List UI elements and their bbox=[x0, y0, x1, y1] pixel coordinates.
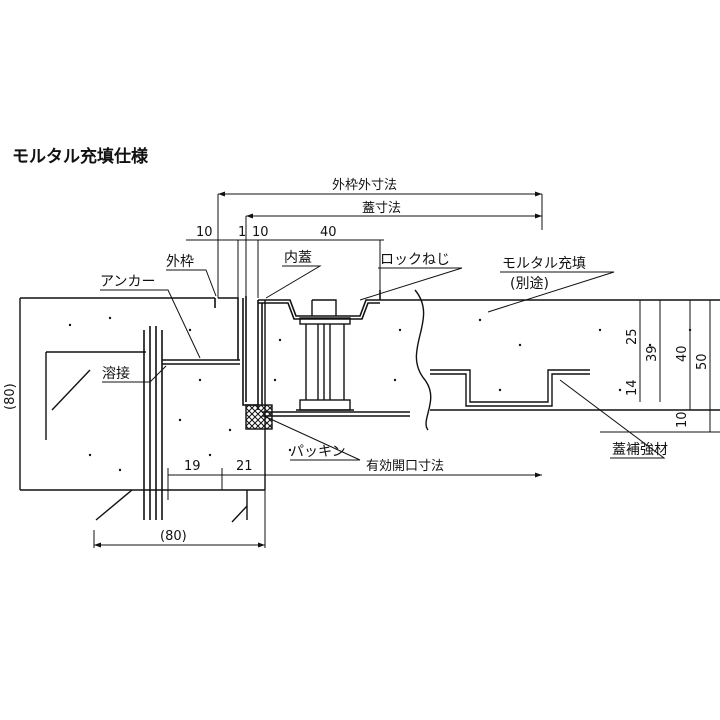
packing-block bbox=[245, 404, 273, 430]
labels: 外枠 アンカー 溶接 内蓋 ロックねじ モルタル充填 (別途) パッキン 蓋補強… bbox=[100, 250, 668, 460]
label-weld: 溶接 bbox=[102, 365, 130, 382]
label-outer-frame: 外枠 bbox=[166, 254, 194, 270]
anchor-bar bbox=[143, 326, 163, 520]
dim-80-left: (80) bbox=[3, 383, 18, 410]
dim-1: 1 bbox=[238, 225, 246, 240]
dim-14: 14 bbox=[625, 379, 640, 396]
leader-lines bbox=[100, 265, 666, 461]
anchor-plate bbox=[162, 359, 240, 365]
pit-wall-hatch bbox=[45, 351, 248, 523]
dim-effective-opening: 有効開口寸法 bbox=[366, 459, 444, 474]
label-anchor: アンカー bbox=[100, 274, 155, 290]
dim-10-right: 10 bbox=[675, 411, 690, 428]
dim-39: 39 bbox=[645, 345, 660, 362]
dim-10-b: 10 bbox=[252, 225, 269, 240]
dim-cover: 蓋寸法 bbox=[362, 201, 401, 216]
drawing-title: モルタル充填仕様 bbox=[12, 146, 149, 167]
dim-19: 19 bbox=[184, 459, 201, 474]
dim-outer-frame: 外枠外寸法 bbox=[332, 178, 397, 193]
dim-10-a: 10 bbox=[196, 225, 213, 240]
lock-screw-assembly bbox=[262, 299, 410, 417]
dim-21: 21 bbox=[236, 459, 253, 474]
label-separate: (別途) bbox=[510, 275, 549, 292]
dim-40-top: 40 bbox=[320, 225, 337, 240]
mortar-slab bbox=[380, 289, 720, 431]
label-inner-cover: 内蓋 bbox=[284, 250, 312, 266]
dim-40-right: 40 bbox=[675, 345, 690, 362]
dim-50: 50 bbox=[695, 353, 710, 370]
concrete-left bbox=[19, 297, 266, 491]
label-lock-screw: ロックねじ bbox=[380, 252, 450, 268]
concrete-dots bbox=[68, 316, 692, 472]
label-packing: パッキン bbox=[290, 444, 346, 460]
dimension-lines bbox=[19, 191, 720, 548]
dim-80-bottom: (80) bbox=[160, 529, 187, 544]
dimension-texts: 外枠外寸法 蓋寸法 10 1 10 40 19 21 (80) 有効開口寸法 (… bbox=[3, 178, 710, 544]
outer-frame bbox=[214, 296, 258, 406]
label-reinforcement: 蓋補強材 bbox=[612, 442, 668, 458]
label-mortar-fill: モルタル充填 bbox=[502, 256, 586, 272]
inner-cover bbox=[257, 290, 381, 410]
dim-25: 25 bbox=[625, 328, 640, 345]
